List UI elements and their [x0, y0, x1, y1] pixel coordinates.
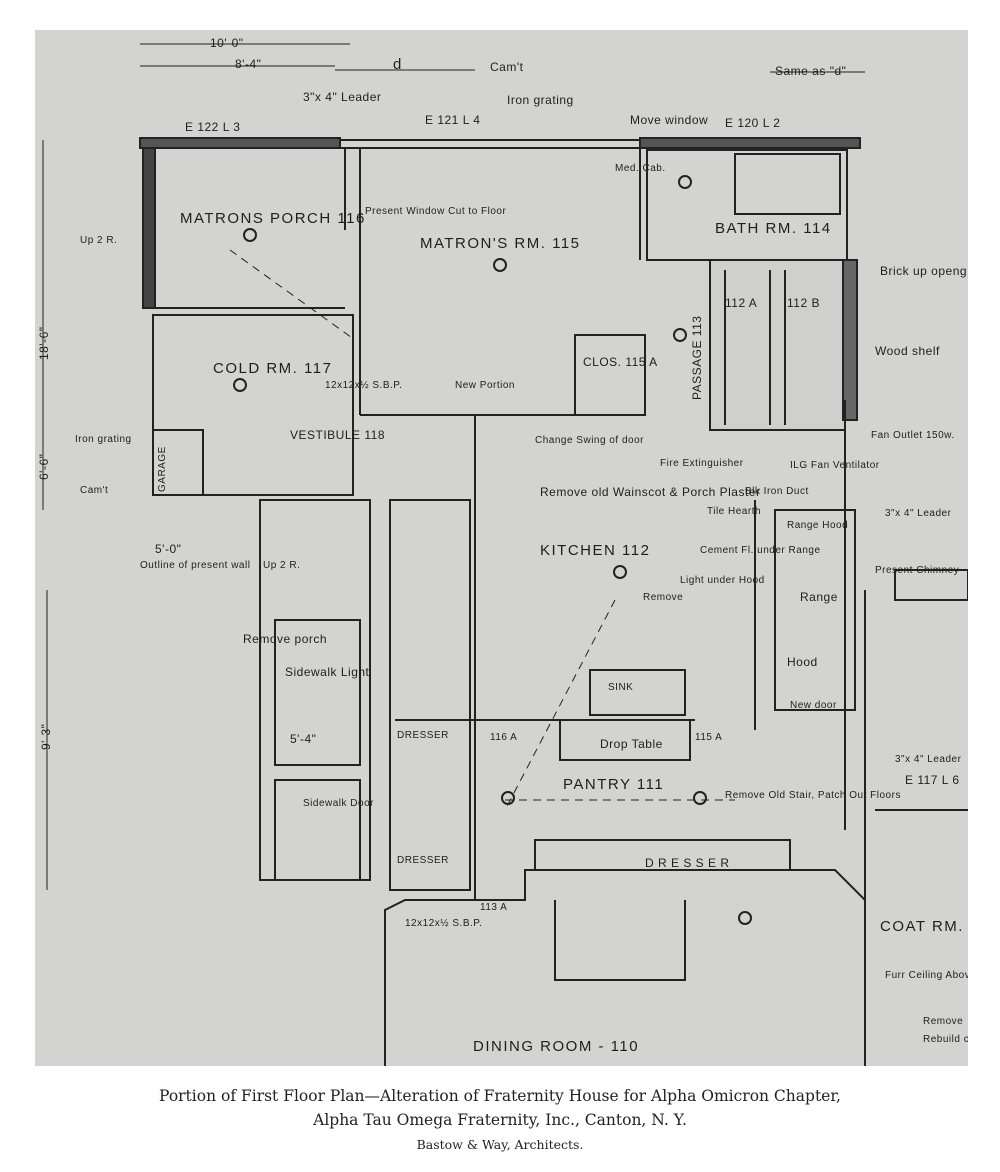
dimension-label: 6'-6"	[37, 453, 51, 480]
plan-label: Wood shelf	[875, 344, 940, 358]
room-label: PANTRY 111	[563, 776, 665, 793]
caption-title-line-1: Portion of First Floor Plan—Alteration o…	[159, 1087, 841, 1105]
dimension-label: 3"x 4" Leader	[303, 90, 382, 104]
dimension-label: 5'-0"	[155, 542, 182, 556]
plan-label: GARAGE	[157, 446, 168, 492]
plan-label: 12x12x½ S.B.P.	[405, 918, 483, 929]
floor-plan-drawing: 10'-0" 8'-4" d Cam't Iron grating 3"x 4"…	[35, 30, 968, 1066]
plan-label: Remove porch	[243, 632, 328, 646]
caption-architects: Bastow & Way, Architects.	[416, 1137, 584, 1152]
figure-caption: Portion of First Floor Plan—Alteration o…	[0, 1084, 1000, 1156]
plan-label: 113 A	[480, 902, 508, 913]
room-label: CLOS. 115 A	[583, 355, 658, 369]
plan-label: DRESSER	[397, 730, 449, 741]
plan-label: Fan Outlet 150w.	[871, 430, 955, 441]
plan-label: Fire Extinguisher	[660, 458, 744, 469]
plan-label: Rebuild chimney	[923, 1034, 968, 1045]
dimension-label: Same as "d"	[775, 64, 847, 78]
plan-label: 115 A	[695, 732, 723, 743]
dimension-label: 5'-4"	[290, 732, 317, 746]
plan-label: E 117 L 6	[905, 773, 960, 787]
plan-label: Range Hood	[787, 520, 849, 531]
dimension-label: 8'-4"	[235, 57, 262, 71]
dimension-label: 18'-6"	[37, 326, 51, 360]
room-label: PASSAGE 113	[690, 315, 704, 400]
plan-label: E 122 L 3	[185, 120, 241, 134]
plan-label: Up 2 R.	[263, 560, 301, 571]
plan-label: Cam't	[80, 485, 109, 496]
caption-title-line-2: Alpha Tau Omega Fraternity, Inc., Canton…	[313, 1111, 687, 1129]
plan-label: Up 2 R.	[80, 235, 118, 246]
plan-label: Remove old Wainscot & Porch Plaster	[540, 485, 761, 499]
plan-label: Blk Iron Duct	[745, 486, 809, 497]
plan-label: Outline of present wall	[140, 560, 251, 571]
dimension-label: Cam't	[490, 60, 524, 74]
plan-label: SINK	[608, 682, 634, 693]
plan-label: 3"x 4" Leader	[895, 754, 962, 765]
plan-label: Sidewalk Light	[285, 665, 370, 679]
plan-label: Iron grating	[75, 434, 132, 445]
plan-label: Med. Cab.	[615, 163, 666, 174]
plan-label: 12x12x½ S.B.P.	[325, 380, 403, 391]
room-label: MATRONS PORCH 116	[180, 210, 366, 227]
room-label: COAT RM.	[880, 918, 964, 935]
plan-label: Hood	[787, 655, 818, 669]
room-label: KITCHEN 112	[540, 542, 651, 559]
dimension-label: 9'-3"	[39, 723, 53, 750]
plan-label: 3"x 4" Leader	[885, 508, 952, 519]
room-label: MATRON'S RM. 115	[420, 235, 581, 252]
plan-label: ILG Fan Ventilator	[790, 460, 880, 471]
plan-label: Furr Ceiling Above Window & Plaster	[885, 970, 968, 981]
plan-label: Move window	[630, 113, 709, 127]
dimension-label: Iron grating	[507, 93, 574, 107]
plan-label: 112 A	[725, 296, 758, 310]
plan-label: 112 B	[787, 296, 820, 310]
room-label: COLD RM. 117	[213, 360, 333, 377]
plan-label: E 121 L 4	[425, 113, 481, 127]
room-label: DINING ROOM - 110	[473, 1038, 640, 1055]
plan-label: Remove	[923, 1016, 964, 1027]
room-label: BATH RM. 114	[715, 220, 832, 237]
plan-label: Brick up openg.	[880, 264, 968, 278]
plan-label: D R E S S E R	[645, 856, 730, 870]
plan-label: Remove	[643, 592, 684, 603]
plan-label: Drop Table	[600, 737, 663, 751]
plan-label: Change Swing of door	[535, 435, 644, 446]
plan-label: Range	[800, 590, 838, 604]
plan-label: Tile Hearth	[707, 506, 762, 517]
dimension-label: 10'-0"	[210, 36, 244, 50]
plan-label: Cement Fl. under Range	[700, 545, 821, 556]
plan-label: 116 A	[490, 732, 518, 743]
plan-label: Sidewalk Door	[303, 798, 374, 809]
dimension-label: d	[393, 56, 403, 73]
plan-label: Present Window Cut to Floor	[365, 206, 507, 217]
plan-label: Light under Hood	[680, 575, 765, 586]
plan-label: Remove Old Stair, Patch Out Floors	[725, 790, 901, 801]
plan-label: E 120 L 2	[725, 116, 781, 130]
plan-label: New Portion	[455, 380, 515, 391]
floor-plan-lines	[42, 43, 968, 1066]
plan-label: Present Chimney	[875, 565, 960, 576]
plan-label: DRESSER	[397, 855, 449, 866]
plan-label: New door	[790, 700, 837, 711]
room-label: VESTIBULE 118	[290, 428, 385, 442]
